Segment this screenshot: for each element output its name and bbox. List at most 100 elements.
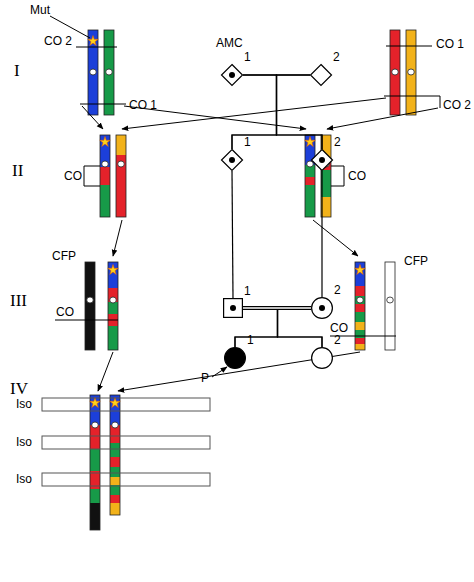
chromosome-segment bbox=[108, 326, 118, 350]
chromosome-segment bbox=[88, 30, 98, 115]
carrier-dot bbox=[230, 305, 236, 311]
individual-number: 1 bbox=[247, 334, 254, 347]
chromosome bbox=[116, 135, 126, 217]
circle-shape bbox=[312, 348, 333, 369]
chromosome-segment bbox=[406, 30, 416, 115]
centromere bbox=[392, 69, 399, 75]
carrier-dot bbox=[319, 157, 325, 163]
pedigree-symbol: 1 bbox=[223, 298, 243, 318]
chromosome-segment bbox=[355, 286, 365, 296]
centromere bbox=[110, 297, 117, 303]
annotation-label: CO bbox=[348, 170, 366, 183]
chromosome-outline bbox=[88, 30, 98, 115]
chromosome-segment bbox=[104, 30, 114, 115]
symbol-outline bbox=[311, 347, 333, 369]
transmission-arrow bbox=[82, 106, 103, 129]
carrier-dot bbox=[319, 305, 325, 311]
chromosome-segment bbox=[90, 449, 100, 471]
crossover-line bbox=[386, 46, 432, 47]
diamond-shape bbox=[222, 150, 243, 171]
annotation-label: CO 1 bbox=[129, 99, 157, 112]
crossover-line bbox=[84, 166, 100, 167]
square-shape bbox=[224, 299, 243, 318]
chromosome-segment bbox=[110, 503, 120, 515]
chromosome-segment bbox=[108, 288, 118, 302]
chromosome-segment bbox=[110, 495, 120, 503]
chromosome-segment bbox=[100, 185, 110, 217]
chromosome-segment bbox=[110, 443, 120, 457]
consanguinity-gap bbox=[243, 307, 311, 309]
diamond-shape bbox=[312, 150, 333, 171]
annotation-label: CO 2 bbox=[44, 35, 72, 48]
chromosome bbox=[85, 262, 95, 350]
circle-shape bbox=[225, 348, 246, 369]
descent-line bbox=[232, 171, 233, 298]
chromosome-segment bbox=[108, 302, 118, 314]
crossover-line bbox=[55, 320, 118, 321]
chromosome-segment bbox=[355, 338, 365, 344]
individual-number: 2 bbox=[334, 334, 341, 347]
chromosome bbox=[104, 30, 114, 115]
iso-band bbox=[42, 473, 210, 486]
descent-line bbox=[277, 75, 323, 149]
crossover-bracket bbox=[344, 166, 345, 186]
chromosome-segment bbox=[355, 296, 365, 304]
proband-arrow bbox=[212, 367, 227, 377]
centromere bbox=[307, 161, 314, 167]
individual-number: 2 bbox=[334, 136, 341, 149]
generation-label: III bbox=[10, 292, 27, 310]
chromosome-outline bbox=[110, 395, 120, 515]
chromosome-segment bbox=[100, 135, 110, 167]
annotation-label: Iso bbox=[16, 473, 32, 486]
iso-band bbox=[42, 436, 210, 449]
chromosome-outline bbox=[116, 135, 126, 217]
centromere bbox=[112, 422, 119, 428]
generation-label: II bbox=[12, 162, 23, 180]
annotation-label: CFP bbox=[52, 250, 76, 263]
chromosome-segment bbox=[110, 467, 120, 477]
crossover-line bbox=[80, 104, 126, 105]
annotation-label: CO bbox=[64, 170, 82, 183]
descent-line bbox=[321, 171, 322, 297]
chromosome-segment bbox=[110, 457, 120, 467]
individual-number: 1 bbox=[244, 51, 251, 64]
centromere bbox=[87, 297, 94, 303]
chromosome-outline bbox=[355, 262, 365, 350]
chromosome-segment bbox=[90, 503, 100, 530]
chromosome-segment bbox=[355, 312, 365, 322]
chromosome-segment bbox=[390, 30, 400, 115]
chromosome-segment bbox=[116, 155, 126, 217]
pedigree-symbol: 2 bbox=[311, 347, 333, 369]
individual-number: 2 bbox=[334, 284, 341, 297]
symbol-outline bbox=[224, 347, 246, 369]
chromosome bbox=[90, 395, 100, 530]
annotation-label: Mut bbox=[30, 4, 50, 17]
chromosome-outline bbox=[104, 30, 114, 115]
generation-label: IV bbox=[10, 380, 28, 398]
annotation-label: CO 1 bbox=[436, 38, 464, 51]
individual-number: 1 bbox=[244, 285, 251, 298]
iso-band bbox=[42, 398, 210, 411]
chromosome-segment bbox=[85, 262, 95, 350]
pedigree-symbol: 1 bbox=[224, 347, 246, 369]
pedigree-symbol: 2 bbox=[311, 297, 333, 319]
diamond-shape bbox=[222, 65, 243, 86]
chromosome-segment bbox=[385, 262, 395, 350]
symbol-outline bbox=[223, 298, 243, 318]
pedigree-symbol: 2 bbox=[311, 149, 333, 171]
chromosome-segment bbox=[355, 322, 365, 330]
centromere bbox=[92, 422, 99, 428]
pedigree-symbol: 2 bbox=[310, 64, 332, 86]
individual-number: 1 bbox=[244, 136, 251, 149]
crossover-line bbox=[384, 96, 440, 97]
chromosome-segment bbox=[305, 177, 315, 185]
chromosome-segment bbox=[110, 395, 120, 425]
annotation-label: CO bbox=[56, 306, 74, 319]
chromosome-segment bbox=[305, 185, 315, 217]
chromosome bbox=[390, 30, 400, 115]
chromosome bbox=[110, 395, 120, 515]
mutation-star bbox=[305, 136, 315, 146]
